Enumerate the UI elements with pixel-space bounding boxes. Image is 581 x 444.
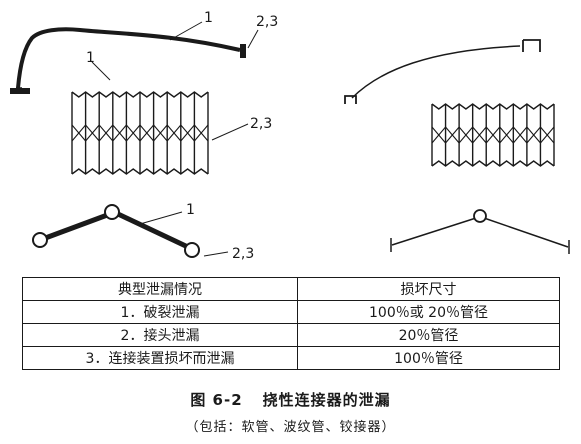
bellows-intact — [71, 91, 209, 175]
label-joint-1: 1 — [186, 202, 195, 218]
leak-diagram: 1 2,3 1 2,3 1 2,3 — [10, 10, 570, 262]
table-cell: 1．破裂泄漏 — [22, 300, 298, 324]
hose-intact — [10, 21, 259, 94]
table-row: 3．连接装置损坏而泄漏 100％管径 — [22, 346, 560, 370]
leak-table: 典型泄漏情况 损坏尺寸 1．破裂泄漏 100％或 20％管径 2．接头泄漏 20… — [22, 277, 560, 370]
joint-broken — [390, 209, 570, 254]
table-cell: 3．连接装置损坏而泄漏 — [22, 346, 298, 370]
table-header-row: 典型泄漏情况 损坏尺寸 — [22, 277, 560, 301]
table-header-cell: 典型泄漏情况 — [22, 277, 298, 301]
table-cell: 100％管径 — [297, 346, 560, 370]
label-hose-top: 1 — [204, 10, 213, 26]
label-hose-top-end: 2,3 — [256, 14, 278, 30]
hose-bottom-fitting — [10, 88, 30, 94]
hose-broken — [344, 39, 541, 104]
table-cell: 100％或 20％管径 — [297, 300, 560, 324]
label-bellows-right: 2,3 — [250, 116, 272, 132]
figure-number: 图 6-2 — [190, 391, 243, 409]
bellows-broken — [431, 103, 555, 167]
figure-title: 挠性连接器的泄漏 — [262, 391, 391, 409]
label-joint-23: 2,3 — [232, 246, 254, 262]
table-cell: 2．接头泄漏 — [22, 323, 298, 347]
table-cell: 20％管径 — [297, 323, 560, 347]
label-bellows-left: 1 — [86, 50, 95, 66]
figure-subtitle: （包括：软管、波纹管、铰接器） — [185, 420, 396, 435]
figure-caption: 图 6-2 挠性连接器的泄漏 — [0, 389, 581, 410]
table-header-cell: 损坏尺寸 — [297, 277, 560, 301]
table-row: 2．接头泄漏 20％管径 — [22, 323, 560, 347]
table-row: 1．破裂泄漏 100％或 20％管径 — [22, 300, 560, 324]
joint-intact — [32, 204, 229, 258]
hose-end-fitting — [240, 44, 246, 58]
